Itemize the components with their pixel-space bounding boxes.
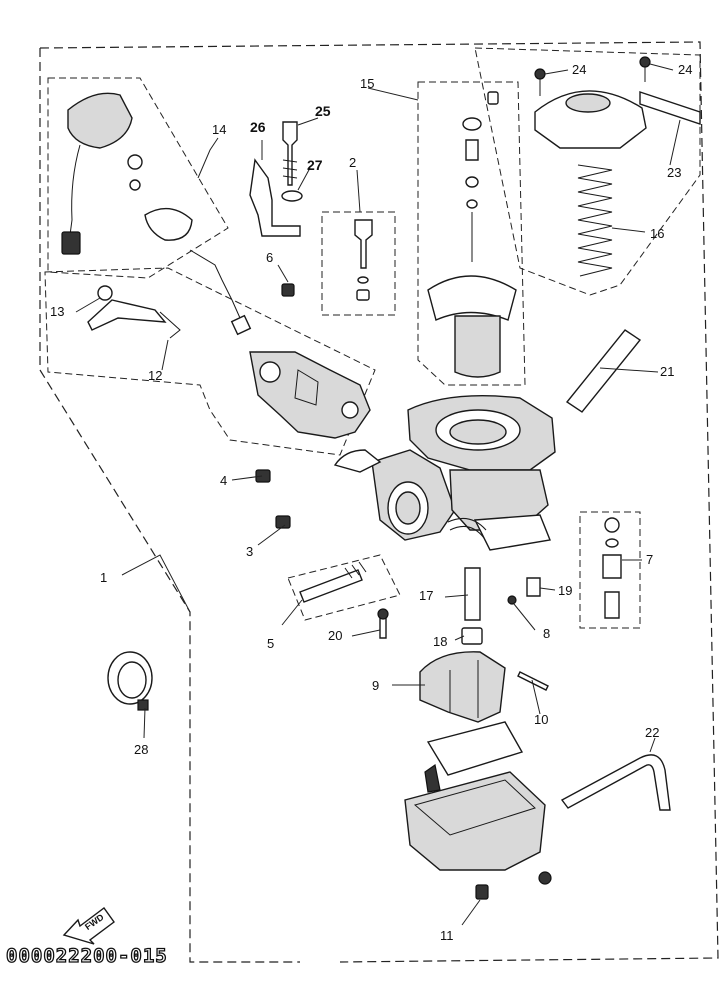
starter-plunger-outline xyxy=(44,267,376,456)
part-throttle-slide xyxy=(427,91,517,378)
part-main-jet-holder xyxy=(377,567,541,645)
label-part-14: 14 xyxy=(212,122,226,137)
label-part-13: 13 xyxy=(50,304,64,319)
label-part-21: 21 xyxy=(660,364,674,379)
part-choke-cable xyxy=(61,92,252,336)
leader-lines xyxy=(75,63,681,926)
part-float-bowl xyxy=(404,721,552,900)
part-hose-clamp xyxy=(107,651,153,711)
part-screw-6 xyxy=(281,283,295,297)
part-labels: 1 2 3 4 5 6 7 8 9 10 11 12 13 14 15 16 1… xyxy=(50,62,692,943)
label-part-16: 16 xyxy=(650,226,664,241)
part-pilot-jet xyxy=(354,219,373,301)
part-throttle-lever xyxy=(87,285,181,339)
part-starter-body xyxy=(249,351,371,439)
choke-assembly-outline xyxy=(47,77,229,279)
label-part-23: 23 xyxy=(667,165,681,180)
label-part-6: 6 xyxy=(266,250,273,265)
drawing-code: 000022200-015 xyxy=(6,945,168,967)
jet-outline xyxy=(321,211,396,316)
part-top-cover xyxy=(534,56,701,149)
forward-arrow-icon: FWD xyxy=(62,907,115,945)
label-part-3: 3 xyxy=(246,544,253,559)
label-part-17: 17 xyxy=(419,588,433,603)
part-vent-tube xyxy=(565,329,642,413)
label-part-9: 9 xyxy=(372,678,379,693)
label-part-25: 25 xyxy=(315,103,331,119)
part-cable-bracket xyxy=(249,121,303,237)
throttle-valve-outline xyxy=(417,81,526,386)
needle-jet-outline xyxy=(579,511,641,629)
label-part-12: 12 xyxy=(148,368,162,383)
label-part-5: 5 xyxy=(267,636,274,651)
part-needle-jet xyxy=(602,517,622,619)
label-part-11: 11 xyxy=(440,928,454,943)
label-part-1: 1 xyxy=(100,570,107,585)
label-part-19: 19 xyxy=(558,583,572,598)
label-part-24b: 24 xyxy=(678,62,692,77)
part-float xyxy=(419,651,549,723)
label-part-20: 20 xyxy=(328,628,342,643)
label-part-24a: 24 xyxy=(572,62,586,77)
label-part-27: 27 xyxy=(307,157,323,173)
label-part-15: 15 xyxy=(360,76,374,91)
label-part-8: 8 xyxy=(543,626,550,641)
label-part-28: 28 xyxy=(134,742,148,757)
label-part-4: 4 xyxy=(220,473,227,488)
cover-spring-outline xyxy=(474,47,701,296)
label-part-10: 10 xyxy=(534,712,548,727)
label-part-18: 18 xyxy=(433,634,447,649)
part-carburetor-body xyxy=(333,395,556,551)
part-screws xyxy=(255,469,367,603)
part-spring xyxy=(577,164,613,277)
part-drain-hose xyxy=(560,754,671,811)
label-part-2: 2 xyxy=(349,155,356,170)
label-part-7: 7 xyxy=(646,552,653,567)
label-part-22: 22 xyxy=(645,725,659,740)
label-part-26: 26 xyxy=(250,119,266,135)
